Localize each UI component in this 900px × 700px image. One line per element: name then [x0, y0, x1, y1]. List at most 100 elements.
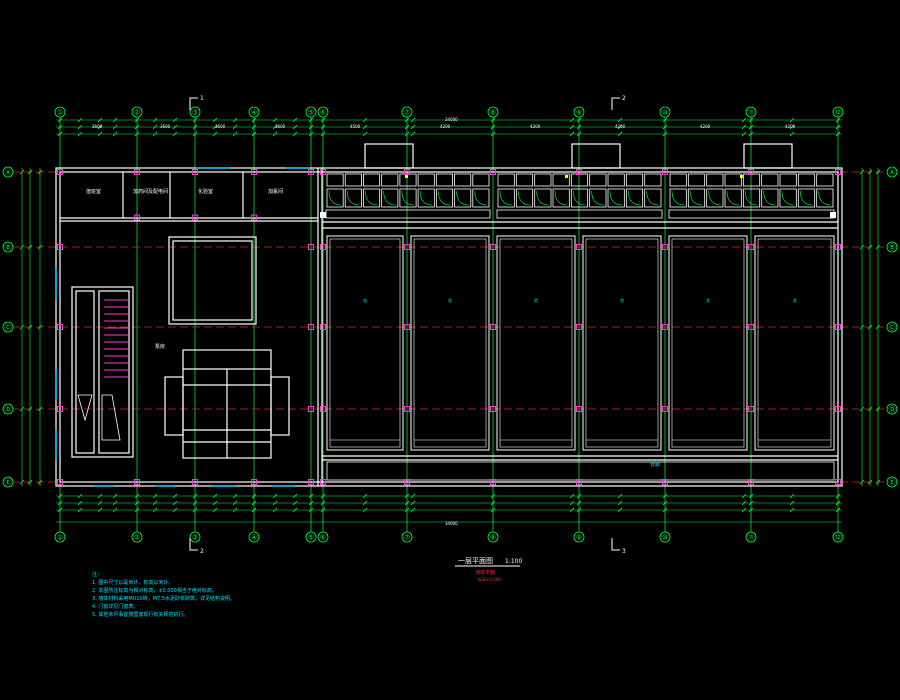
- gallery-label: 管廊: [650, 461, 660, 468]
- filter-cell-top: [363, 173, 381, 187]
- axis-bubble: [745, 106, 757, 118]
- filter-cell-top: [669, 173, 687, 187]
- dim-tick: [662, 131, 668, 137]
- filter-cell-arc: [763, 190, 777, 206]
- axis-bubble: [317, 106, 329, 118]
- dim-tick: [835, 117, 841, 123]
- filter-cell-top: [816, 173, 834, 187]
- dim-tick: [569, 124, 575, 130]
- dim-tick: [57, 117, 63, 123]
- axis-bubble: [131, 106, 143, 118]
- filter-cell-arc: [800, 190, 813, 206]
- filter-cell-arc: [591, 190, 605, 206]
- tank-cell: [754, 235, 835, 451]
- tank-label: 池: [793, 297, 797, 303]
- axis-bubble-label: ⑧: [490, 109, 496, 117]
- dim-tick: [112, 117, 118, 123]
- dim-tick: [77, 493, 83, 499]
- filter-cell-arc: [456, 190, 469, 206]
- filter-cell-arc: [518, 190, 531, 206]
- dim-tick: [37, 244, 43, 250]
- dim-tick: [320, 124, 326, 130]
- filter-cell-top: [687, 173, 706, 187]
- column: [748, 479, 754, 485]
- axis-bubble-label: ⑥: [320, 109, 326, 117]
- dim-tick: [835, 493, 841, 499]
- axis-bubble-label: ⑨: [576, 534, 582, 542]
- filter-cell-arc: [554, 190, 568, 206]
- column: [748, 169, 754, 175]
- dim-tick: [19, 406, 25, 412]
- tank-label: 池: [620, 297, 624, 303]
- dim-tick: [789, 507, 795, 513]
- stair-landing: [101, 394, 121, 441]
- column: [662, 406, 668, 412]
- filter-cell-top: [644, 173, 662, 187]
- dim-tick: [134, 117, 140, 123]
- dim-tick: [320, 131, 326, 137]
- section-mark-3-top: [611, 97, 620, 110]
- dim-tick: [569, 493, 575, 499]
- dim-tick: [292, 507, 298, 513]
- dim-tick: [112, 124, 118, 130]
- column: [404, 406, 410, 412]
- column: [404, 244, 410, 250]
- dim-tick: [77, 507, 83, 513]
- tank-cell-inner: [329, 238, 401, 448]
- dim-tick: [192, 124, 198, 130]
- filter-cell-arc: [745, 190, 758, 206]
- filter-cell: [779, 188, 797, 208]
- room-labels: 值班室 加药间及配电间 化验室 加氯间 泵房 管廊: [86, 188, 660, 468]
- filter-cell-top: [552, 173, 570, 187]
- filter-cell-arc: [536, 190, 550, 206]
- filter-cell: [363, 188, 381, 208]
- dim-tick: [741, 131, 747, 137]
- dim-tick: [789, 117, 795, 123]
- dim-tick: [748, 124, 754, 130]
- columns: [57, 169, 841, 485]
- dim-tick: [152, 131, 158, 137]
- filter-cell-arc: [346, 190, 360, 206]
- dim-tick: [490, 131, 496, 137]
- dim-tick: [662, 117, 668, 123]
- drawing-title-text: 一层平面图: [458, 557, 493, 565]
- note-1: 1. 图中尺寸以毫米计，标高以米计。: [92, 579, 173, 586]
- dim-tick: [410, 507, 416, 513]
- dim-tick: [212, 124, 218, 130]
- room-label-dosing: 加药间及配电间: [133, 188, 168, 195]
- column: [192, 214, 198, 221]
- filter-cell: [761, 188, 779, 208]
- dim-tick: [212, 117, 218, 123]
- dim-tick: [172, 500, 178, 506]
- axis-bubble: [573, 531, 585, 543]
- dim-tick: [576, 117, 582, 123]
- axis-bubble-label: Ⓐ: [5, 169, 12, 177]
- dim-tick: [404, 124, 410, 130]
- room-label-duty: 值班室: [86, 188, 101, 195]
- marker: [565, 175, 568, 178]
- dim-tick: [37, 406, 43, 412]
- dim-tick: [569, 507, 575, 513]
- dim-tick: [789, 124, 795, 130]
- dim-tick: [308, 507, 314, 513]
- dim-tick: [490, 500, 496, 506]
- tank-cell-inner: [413, 238, 487, 448]
- dim-tick: [37, 479, 43, 485]
- filter-cell-top: [589, 173, 607, 187]
- dim-tick: [272, 131, 278, 137]
- section-marks: 1 2 2 3: [189, 95, 626, 555]
- dim-tick: [172, 493, 178, 499]
- dim-tick: [77, 117, 83, 123]
- dim-tick: [748, 493, 754, 499]
- column: [134, 479, 140, 485]
- tank-cell-inner: [585, 238, 659, 448]
- filter-cell-arc: [646, 190, 660, 206]
- dim-tick: [362, 500, 368, 506]
- dim-tick: [27, 406, 33, 412]
- section-label-2-top: 2: [622, 95, 626, 102]
- post: [830, 212, 836, 218]
- filter-cell-top: [779, 173, 797, 187]
- dim-tick: [859, 244, 865, 250]
- tank-cell: [668, 235, 748, 451]
